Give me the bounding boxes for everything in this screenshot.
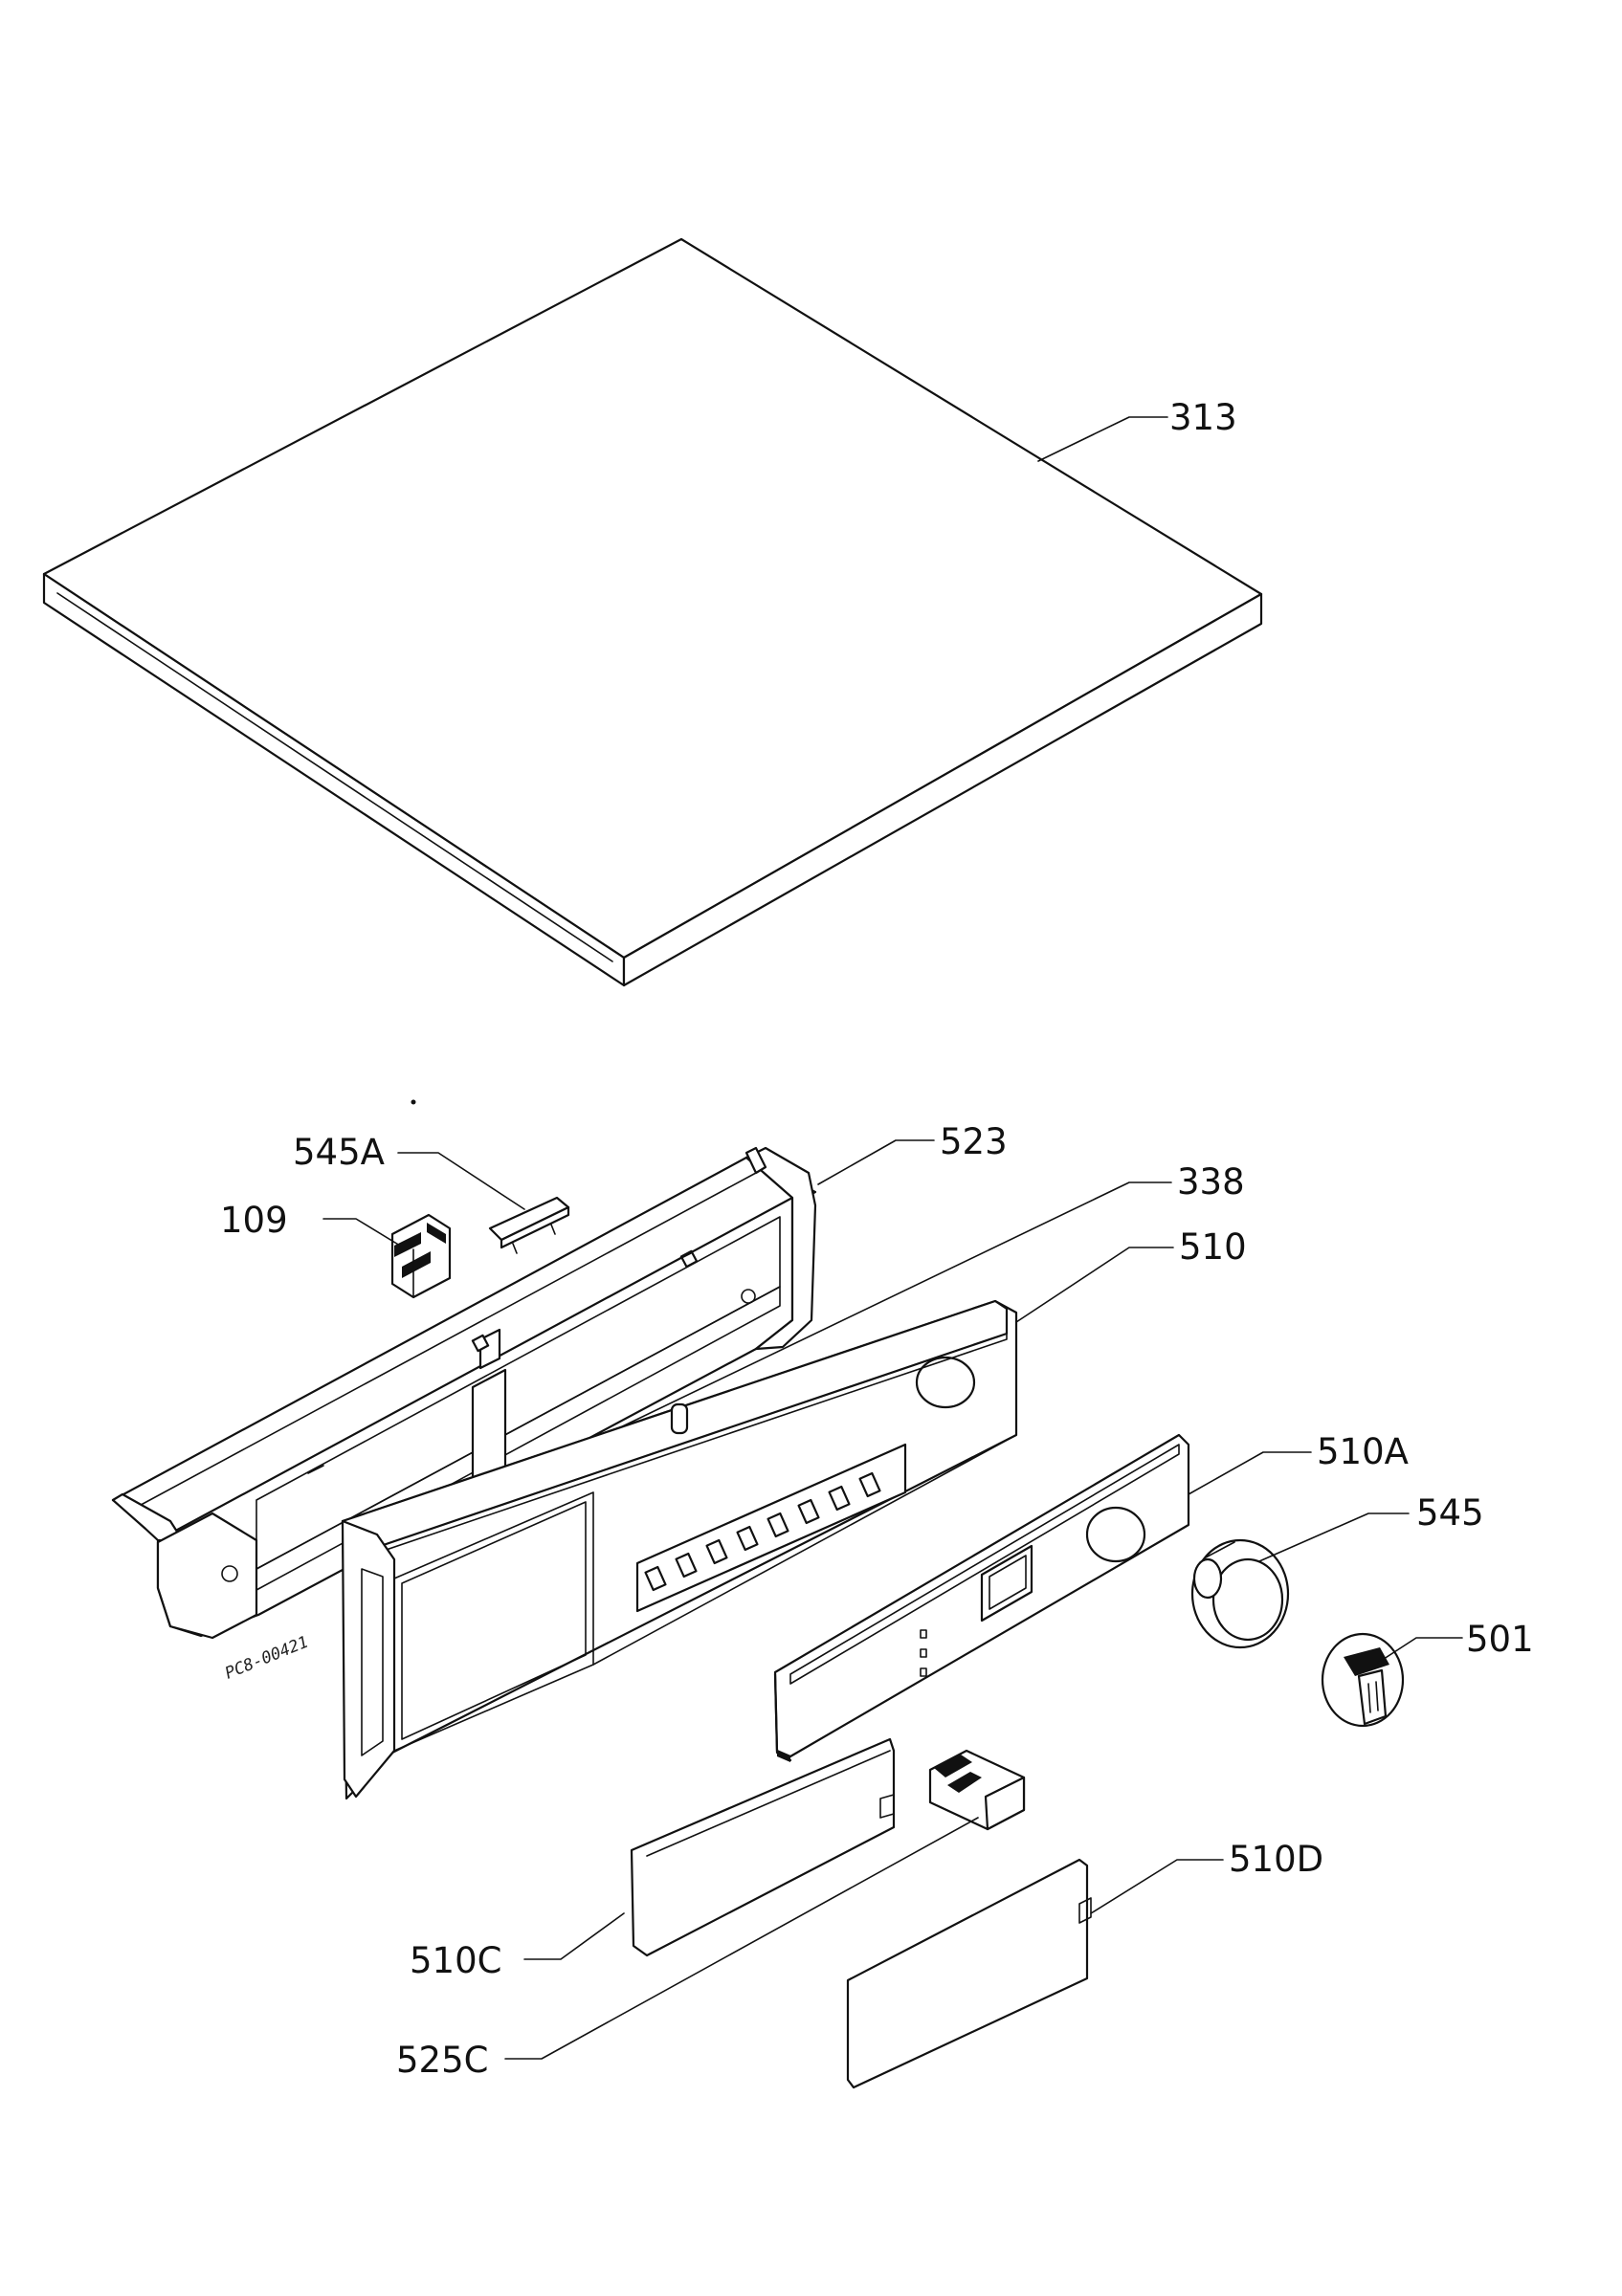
leader-525C [504,1817,979,2060]
leader-510 [1015,1247,1174,1323]
part-313-top-cover [42,237,1263,987]
label-501: 501 [1466,1619,1534,1660]
part-510-front-fascia [341,1299,1018,1800]
leader-510C [523,1912,625,1960]
leader-523 [817,1139,935,1185]
label-510: 510 [1179,1226,1247,1268]
label-523: 523 [940,1121,1008,1162]
leader-510D [1090,1859,1224,1914]
drawing-code: PC8-00421 [222,1633,311,1684]
leader-545A [397,1152,525,1210]
stray-dot [411,1099,416,1105]
label-545: 545 [1416,1492,1484,1534]
display-segments [644,1471,881,1592]
part-545A [488,1196,570,1254]
part-501-knob-cap [1321,1632,1405,1728]
leader-545 [1258,1512,1410,1562]
part-523-panel-frame [111,1146,817,1640]
part-545-knob [1190,1538,1290,1649]
part-525C-button [928,1749,1026,1831]
leader-501 [1377,1637,1463,1664]
label-109: 109 [220,1200,288,1241]
part-510C-cover [630,1737,896,1957]
leader-313 [1037,416,1168,462]
leader-510A [1188,1451,1312,1495]
label-510C: 510C [410,1940,501,1981]
label-510A: 510A [1317,1431,1409,1472]
part-510D-window-cover [846,1858,1092,2089]
label-338: 338 [1177,1161,1245,1203]
part-510A-display-panel [773,1433,1190,1762]
leader-109 [322,1218,401,1247]
label-510D: 510D [1229,1839,1323,1880]
label-545A: 545A [293,1132,385,1173]
part-109-clip [390,1213,452,1299]
label-525C: 525C [396,2040,488,2081]
label-313: 313 [1169,397,1237,438]
leader-338 [611,1181,1172,1432]
